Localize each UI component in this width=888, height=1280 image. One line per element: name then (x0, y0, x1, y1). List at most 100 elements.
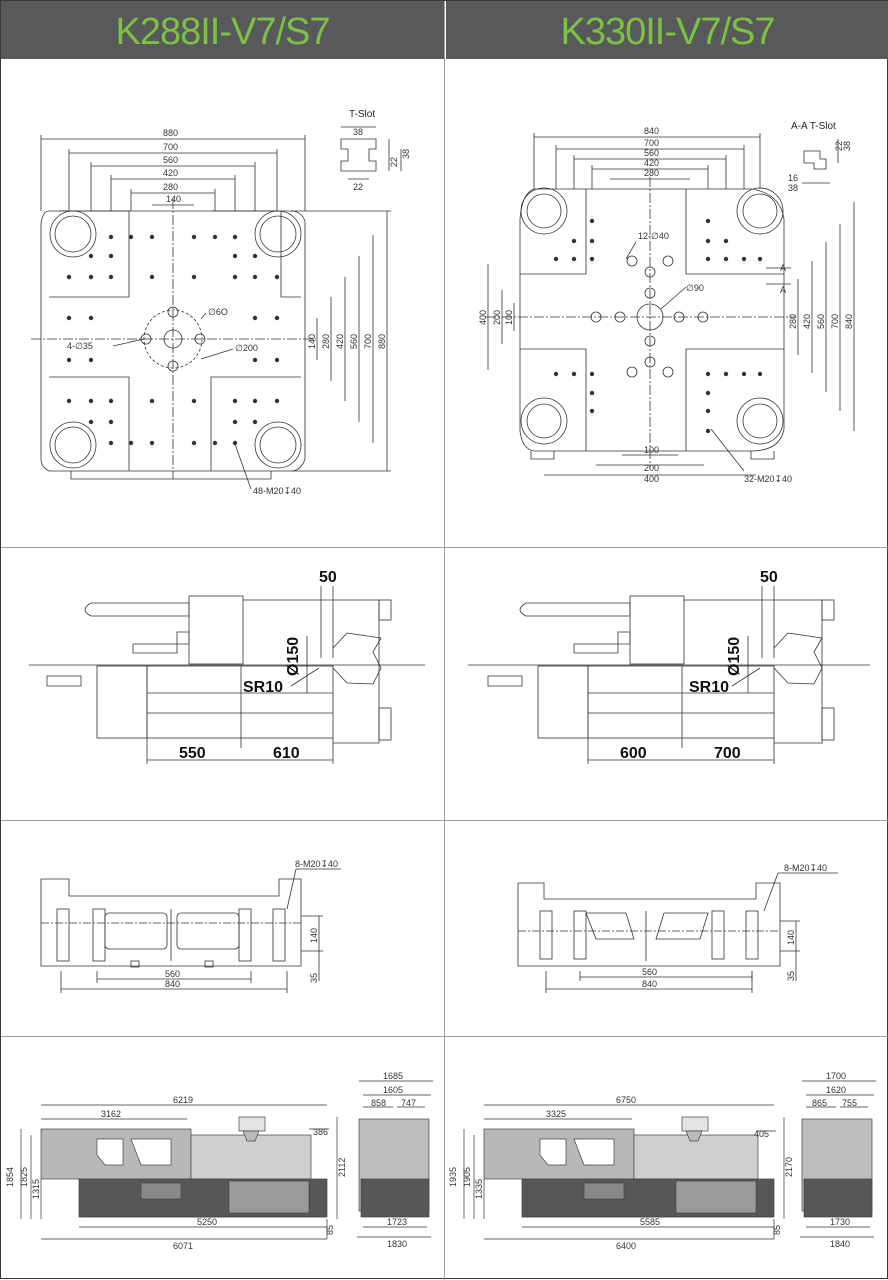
bottom-dim: 200 (644, 463, 659, 473)
nozzle-bottom-dim: 610 (273, 745, 300, 762)
bottom-dim: 100 (644, 445, 659, 455)
vdim: 700 (830, 314, 840, 329)
end-dim: 747 (401, 1098, 416, 1108)
thread-label: 32-M20↧40 (744, 474, 792, 484)
tslot-dim: 38 (401, 149, 411, 159)
nozzle-top-dim: 50 (319, 569, 337, 586)
tslot-dim: 38 (788, 183, 798, 193)
tslot-dim: 16 (788, 173, 798, 183)
nozzle-top-dim: 50 (760, 569, 778, 586)
row-divider (1, 547, 888, 548)
nozzle-diameter: Ø150 (285, 637, 302, 676)
left-dim: 100 (504, 310, 514, 325)
machine-dim: 6400 (616, 1241, 636, 1251)
machine-dim: 1315 (31, 1179, 41, 1199)
side-hdim: 560 (165, 969, 180, 979)
vdim: 280 (788, 314, 798, 329)
machine-dim: 1825 (19, 1167, 29, 1187)
end-dim: 755 (842, 1098, 857, 1108)
section-mark: A (780, 285, 786, 295)
hole-label: ∅200 (235, 343, 258, 353)
tslot-dim: 22 (834, 141, 844, 151)
model-title-left: K288II-V7/S7 (1, 1, 444, 59)
dim: 280 (644, 168, 659, 178)
side-hdim: 840 (642, 979, 657, 989)
dim-140: 140 (166, 194, 181, 204)
side-thread-label: 8-M20↧40 (784, 863, 827, 873)
machine-dim: 1335 (474, 1179, 484, 1199)
side-thread-label: 8-M20↧40 (295, 859, 338, 869)
machine-dim: 2170 (784, 1157, 794, 1177)
vdim: 840 (844, 314, 854, 329)
end-dim: 858 (371, 1098, 386, 1108)
machine-drawing-left: 6219 3162 386 1854 1825 1315 2112 5250 6… (5, 1071, 433, 1251)
side-platen-drawing-left: 8-M20↧40 560 840 140 35 (40, 859, 341, 993)
model-title-right: K330II-V7/S7 (446, 1, 888, 59)
machine-dim: 5585 (640, 1217, 660, 1227)
vdim: 700 (363, 334, 373, 349)
machine-dim: 5250 (197, 1217, 217, 1227)
vdim: 560 (816, 314, 826, 329)
machine-dim: 6219 (173, 1095, 193, 1105)
tslot-dim: 22 (353, 182, 363, 192)
side-hdim: 560 (642, 967, 657, 977)
tslot-label: T-Slot (349, 109, 375, 120)
machine-dim: 3325 (546, 1109, 566, 1119)
side-platen-drawing-right: 8-M20↧40 560 840 140 35 (517, 863, 838, 993)
tslot-dim: 38 (353, 127, 363, 137)
side-vdim: 140 (786, 930, 796, 945)
nozzle-drawing-right: 50 Ø150 SR10 600 700 (468, 569, 870, 764)
end-dim: 1840 (830, 1239, 850, 1249)
end-dim: 865 (812, 1098, 827, 1108)
vdim: 420 (802, 314, 812, 329)
left-dim: 200 (492, 310, 502, 325)
hole-label: 12-∅40 (638, 231, 669, 241)
vdim: 560 (349, 334, 359, 349)
vdim: 280 (321, 334, 331, 349)
dim-560: 560 (163, 155, 178, 165)
vdim: 420 (335, 334, 345, 349)
tslot-dim: 22 (389, 157, 399, 167)
section-mark: A (780, 263, 786, 273)
nozzle-radius: SR10 (243, 679, 283, 696)
vdim: 140 (307, 334, 317, 349)
machine-dim: 85 (325, 1225, 335, 1235)
tslot-dim: 38 (842, 141, 852, 151)
platen-drawing-right: A-A T-Slot 22 38 16 38 840 700 560 420 2… (478, 121, 855, 484)
end-dim: 1700 (826, 1071, 846, 1081)
side-vdim: 140 (309, 928, 319, 943)
nozzle-diameter: Ø150 (726, 637, 743, 676)
side-vdim: 35 (786, 971, 796, 981)
dim-280: 280 (163, 182, 178, 192)
platen-drawing-left: T-Slot 38 22 38 22 880 700 560 420 280 1… (31, 109, 411, 496)
machine-dim: 85 (772, 1225, 782, 1235)
thread-label: 48-M20↧40 (253, 486, 301, 496)
hole-label: ∅90 (686, 283, 704, 293)
dim: 840 (644, 126, 659, 136)
machine-dim: 3162 (101, 1109, 121, 1119)
end-dim: 1685 (383, 1071, 403, 1081)
machine-dim: 6071 (173, 1241, 193, 1251)
machine-drawing-right: 6750 3325 405 1935 1905 1335 2170 5585 6… (448, 1071, 876, 1251)
nozzle-bottom-dim: 600 (620, 745, 647, 762)
nozzle-drawing-left: 50 Ø150 SR10 550 610 (29, 569, 425, 764)
end-dim: 1730 (830, 1217, 850, 1227)
end-dim: 1620 (826, 1085, 846, 1095)
hole-label: ∅6O (208, 307, 228, 317)
end-dim: 1830 (387, 1239, 407, 1249)
machine-dim: 1854 (5, 1167, 15, 1187)
column-divider (444, 1, 445, 1280)
dim-880: 880 (163, 128, 178, 138)
nozzle-radius: SR10 (689, 679, 729, 696)
left-dim: 400 (478, 310, 488, 325)
tslot-label: A-A T-Slot (791, 121, 836, 132)
side-vdim: 35 (309, 973, 319, 983)
nozzle-bottom-dim: 700 (714, 745, 741, 762)
dim: 560 (644, 148, 659, 158)
machine-dim: 1935 (448, 1167, 458, 1187)
machine-dim: 6750 (616, 1095, 636, 1105)
bottom-dim: 400 (644, 474, 659, 484)
row-divider (1, 820, 888, 821)
hole-label: 4-∅35 (67, 341, 93, 351)
dim-420: 420 (163, 168, 178, 178)
